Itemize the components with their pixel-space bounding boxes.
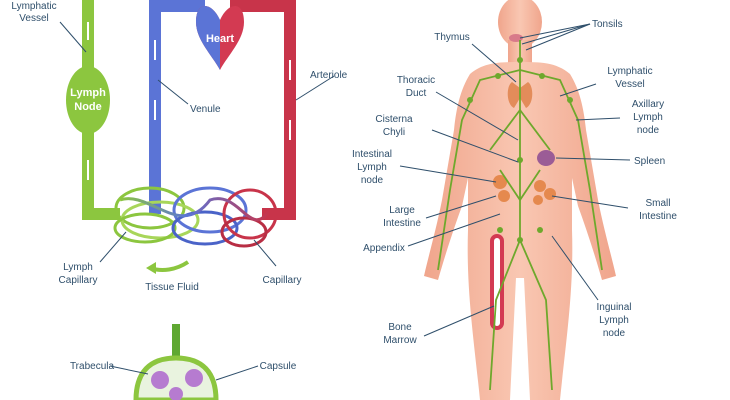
label-lymphatic-vessel-right-1: Lymphatic: [607, 66, 652, 77]
label-axillary-lymph-node-2: Lymph: [633, 112, 663, 123]
label-intestinal-lymph-node-1: Intestinal: [352, 149, 392, 160]
label-spleen: Spleen: [634, 156, 665, 167]
label-lymph-node-2: Node: [74, 101, 102, 113]
lymph-node-shape: [66, 66, 110, 134]
label-lymphatic-vessel-left-1: Lymphatic: [11, 1, 56, 12]
label-intestinal-lymph-node-3: node: [361, 175, 384, 186]
label-trabecula: Trabecula: [70, 361, 115, 372]
venule-tube: [149, 0, 205, 214]
label-bone-marrow-2: Marrow: [383, 335, 417, 346]
label-capsule: Capsule: [260, 361, 297, 372]
label-heart: Heart: [206, 33, 234, 45]
label-capillary: Capillary: [263, 275, 302, 286]
label-lymphatic-vessel-right-2: Vessel: [615, 79, 644, 90]
label-intestinal-lymph-node-2: Lymph: [357, 162, 387, 173]
label-arteriole: Arteriole: [310, 70, 348, 81]
right-leader-lines: [399, 23, 631, 337]
label-cisterna-chyli-1: Cisterna: [375, 114, 413, 125]
tissue-fluid-arrowhead: [146, 262, 156, 274]
label-lymphatic-vessel-left-2: Vessel: [19, 13, 48, 24]
label-inguinal-lymph-node-3: node: [603, 328, 626, 339]
label-inguinal-lymph-node-2: Lymph: [599, 315, 629, 326]
bone-marrow-shape: [490, 234, 504, 330]
label-appendix: Appendix: [363, 243, 405, 254]
label-bone-marrow-1: Bone: [388, 322, 412, 333]
label-axillary-lymph-node-1: Axillary: [632, 99, 664, 110]
label-large-intestine-2: Intestine: [383, 218, 421, 229]
label-thoracic-duct-2: Duct: [406, 88, 427, 99]
label-lymph-capillary-1: Lymph: [63, 262, 93, 273]
label-cisterna-chyli-2: Chyli: [383, 127, 405, 138]
lymph-network: [437, 40, 603, 391]
label-lymph-capillary-2: Capillary: [59, 275, 98, 286]
label-tonsils: Tonsils: [592, 19, 623, 30]
label-large-intestine-1: Large: [389, 205, 415, 216]
spleen-shape: [537, 150, 555, 166]
label-axillary-lymph-node-3: node: [637, 125, 660, 136]
capillary-bed: [113, 186, 278, 248]
label-thoracic-duct-1: Thoracic: [397, 75, 435, 86]
label-small-intestine-2: Intestine: [639, 211, 677, 222]
lymph-node-crosssection: [133, 324, 219, 400]
intestine-shapes: [493, 175, 556, 205]
heart-left-half: [196, 6, 220, 70]
label-small-intestine-1: Small: [645, 198, 670, 209]
label-thymus: Thymus: [434, 32, 470, 43]
lymph-node-dots: [467, 57, 573, 243]
label-tissue-fluid: Tissue Fluid: [145, 282, 199, 293]
label-venule: Venule: [190, 104, 221, 115]
label-lymph-node-1: Lymph: [70, 87, 106, 99]
left-leader-lines: [59, 21, 335, 381]
label-inguinal-lymph-node-1: Inguinal: [596, 302, 631, 313]
